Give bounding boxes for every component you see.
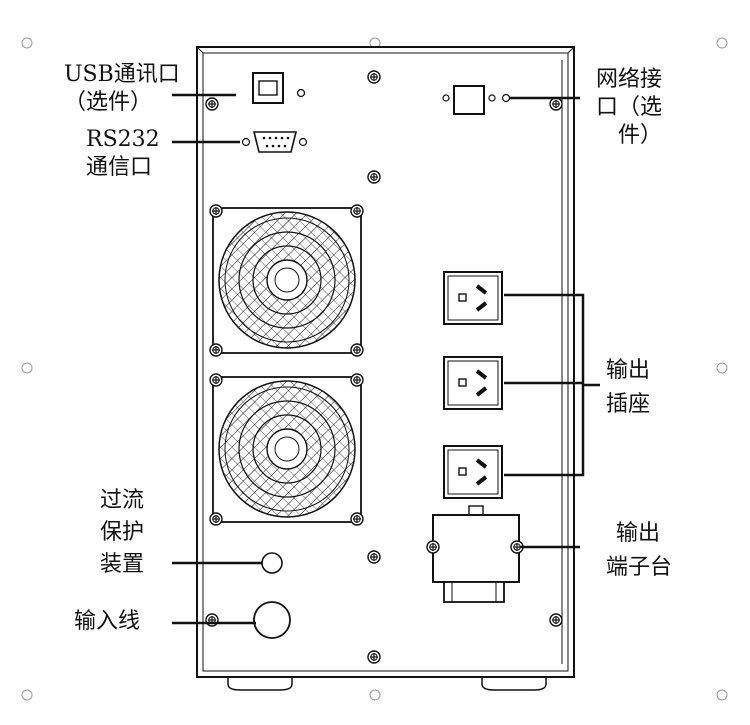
rs232-port [241,131,308,153]
cooling-fan-upper [209,204,364,357]
label-usb-port: USB通讯口 （选件） [64,61,180,117]
input-cable-gland [253,601,291,639]
label-line: 输入线 [74,609,141,634]
cooling-fan-lower [209,373,364,526]
label-overcurrent-protection: 过流 保护 装置 [100,487,144,579]
label-line: 输出 [606,358,651,383]
output-socket-1 [442,270,504,326]
network-port [442,85,511,115]
leader-lines [172,93,600,625]
label-line: （选件） [64,90,153,115]
label-network-port: 网络接 口（选 件） [596,66,662,150]
label-line: USB通讯口 [64,62,180,87]
label-line: 插座 [606,392,651,417]
label-output-sockets: 输出 插座 [606,357,650,419]
page-marks [21,37,728,701]
label-line: 件） [618,123,663,148]
label-line: 保护 [100,520,145,545]
label-line: 口（选 [596,95,663,120]
output-socket-3 [442,444,504,500]
overcurrent-protector [261,552,283,574]
output-socket-2 [442,355,504,411]
usb-port [252,72,306,104]
label-line: 通信口 [86,155,153,180]
label-output-terminal: 输出 端子台 [606,520,672,582]
label-line: 装置 [100,552,145,577]
label-input-line: 输入线 [74,608,140,636]
cabinet-feet [227,676,547,691]
output-terminal-block [426,505,524,603]
label-line: 网络接 [596,67,663,92]
label-rs232-port: RS232 通信口 [86,126,160,182]
label-line: 过流 [100,488,145,513]
label-line: RS232 [86,127,160,152]
label-line: 输出 [616,521,661,546]
label-line: 端子台 [606,555,673,580]
